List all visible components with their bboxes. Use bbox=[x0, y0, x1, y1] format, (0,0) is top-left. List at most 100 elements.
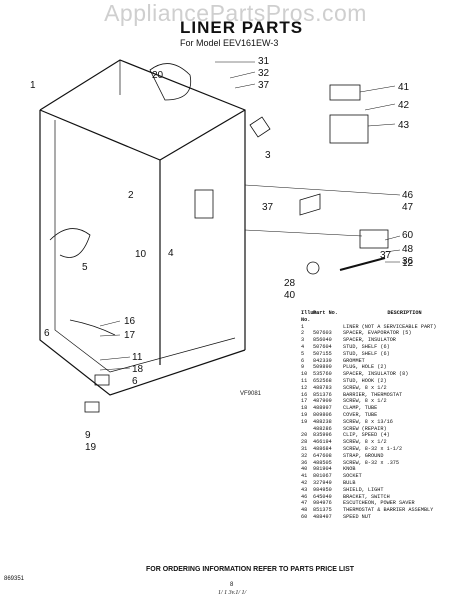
description: BARRIER, THERMOSTAT bbox=[343, 391, 403, 398]
liner-box bbox=[39, 59, 401, 413]
callout-label: 3 bbox=[265, 150, 271, 161]
parts-row: 1 LINER (NOT A SERVICEABLE PART) bbox=[301, 324, 466, 331]
description: SPACER, INSULATOR bbox=[343, 337, 396, 344]
illus-no: 10 bbox=[301, 371, 308, 378]
part-no: 488783 bbox=[313, 384, 332, 391]
illus-no bbox=[301, 426, 313, 433]
illus-no: 17 bbox=[301, 398, 308, 405]
parts-row: 47 984976 ESCUTCHEON, POWER SAVER bbox=[301, 500, 466, 507]
part-no: 652568 bbox=[313, 377, 332, 384]
callout-label: 37 bbox=[258, 80, 270, 91]
part-no: 488286 bbox=[313, 425, 332, 432]
illus-no: 2 bbox=[301, 330, 305, 337]
illus-no: 1 bbox=[301, 323, 305, 330]
page-title: LINER PARTS bbox=[180, 18, 304, 37]
figure-code: VF9081 bbox=[240, 391, 262, 397]
illus-no: 4 bbox=[301, 343, 305, 350]
part-no: 801067 bbox=[313, 473, 332, 480]
part-no: 842339 bbox=[313, 357, 332, 364]
description: ESCUTCHEON, POWER SAVER bbox=[343, 500, 415, 507]
description: STUD, SHELF (6) bbox=[343, 343, 390, 350]
part-no: 507603 bbox=[313, 330, 332, 337]
illus-no: 28 bbox=[301, 439, 308, 446]
description: SCREW, 8-32 x 1-1/2 bbox=[343, 445, 403, 452]
part-no: 856040 bbox=[313, 337, 332, 344]
part-no: 981904 bbox=[313, 466, 332, 473]
part-no: 488684 bbox=[313, 445, 332, 452]
description: STUD, HOOK (2) bbox=[343, 377, 387, 384]
handwritten-note: 1/ 1 3v.1/ 1/ bbox=[218, 590, 247, 596]
illus-no: 40 bbox=[301, 466, 308, 473]
parts-list: Illus. No. Part No. DESCRIPTION 1 LINER (… bbox=[301, 310, 466, 521]
callout-label: 43 bbox=[398, 120, 410, 131]
callout-label: 32 bbox=[258, 68, 270, 79]
callout-label: 5 bbox=[82, 262, 88, 273]
callout-label: 18 bbox=[132, 364, 144, 375]
description: STRAP, GROUND bbox=[343, 452, 384, 459]
illus-no: 18 bbox=[301, 405, 308, 412]
part-no: 487909 bbox=[313, 398, 332, 405]
illus-no: 5 bbox=[301, 350, 305, 357]
callout-label: 17 bbox=[124, 330, 136, 341]
callout-label: 6 bbox=[44, 328, 50, 339]
part-no: 327949 bbox=[313, 479, 332, 486]
col-part-no: Part No. bbox=[313, 310, 338, 316]
part-no: 535760 bbox=[313, 371, 332, 378]
illus-no: 48 bbox=[301, 507, 308, 514]
callout-label: 42 bbox=[398, 100, 410, 111]
part-no: 488505 bbox=[313, 459, 332, 466]
description: LINER (NOT A SERVICEABLE PART) bbox=[343, 323, 437, 330]
parts-list-header: Illus. No. Part No. DESCRIPTION bbox=[301, 310, 466, 324]
description: THERMOSTAT & BARRIER ASSEMBLY bbox=[343, 507, 434, 514]
illus-no: 19 bbox=[301, 418, 308, 425]
description: SPACER, EVAPORATOR (5) bbox=[343, 330, 412, 337]
part-no: 488497 bbox=[313, 513, 332, 520]
illus-no: 41 bbox=[301, 473, 308, 480]
part-no: 466194 bbox=[313, 439, 332, 446]
callout-label: 41 bbox=[398, 82, 410, 93]
parts-row: 3 856040 SPACER, INSULATOR bbox=[301, 337, 466, 344]
callout-label: 31 bbox=[258, 56, 270, 67]
description: CLAMP, TUBE bbox=[343, 405, 378, 412]
illus-no: 9 bbox=[301, 364, 305, 371]
illus-no: 3 bbox=[301, 337, 305, 344]
illus-no: 31 bbox=[301, 445, 308, 452]
parts-row: 4 507604 STUD, SHELF (6) bbox=[301, 344, 466, 351]
description: PLUG, HOLE (2) bbox=[343, 364, 387, 371]
illus-no: 47 bbox=[301, 500, 308, 507]
callout-label: 12 bbox=[402, 258, 414, 269]
illus-no: 16 bbox=[301, 391, 308, 398]
callout-label: 16 bbox=[124, 316, 136, 327]
callout-label: 40 bbox=[284, 290, 296, 301]
parts-row: 10 535760 SPACER, INSULATOR (8) bbox=[301, 371, 466, 378]
part-no: 507604 bbox=[313, 343, 332, 350]
part-no: 984950 bbox=[313, 486, 332, 493]
callout-label: 46 bbox=[402, 190, 414, 201]
description: SPACER, INSULATOR (8) bbox=[343, 371, 409, 378]
description: BRACKET, SWITCH bbox=[343, 493, 390, 500]
part-no: 984976 bbox=[313, 500, 332, 507]
description: SHIELD, LIGHT bbox=[343, 486, 384, 493]
description: SCREW (REPAIR) bbox=[343, 425, 387, 432]
callout-label: 47 bbox=[402, 202, 414, 213]
description: SOCKET bbox=[343, 473, 362, 480]
illus-no: 36 bbox=[301, 459, 308, 466]
callout-label: 60 bbox=[402, 230, 414, 241]
callout-label: 1 bbox=[30, 80, 36, 91]
watermark: AppliancePartsPros.com bbox=[104, 0, 367, 26]
